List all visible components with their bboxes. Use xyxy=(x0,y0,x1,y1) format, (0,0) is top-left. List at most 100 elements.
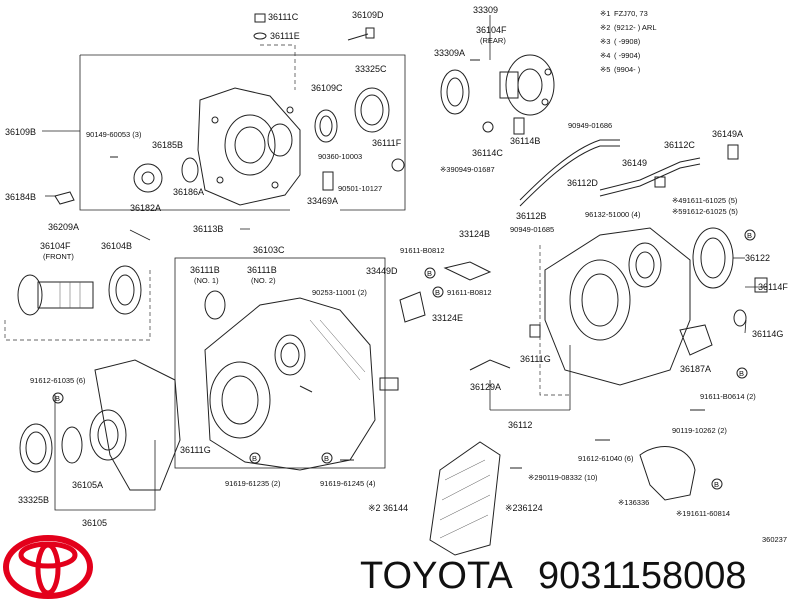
label-36104F-rear: 36104F xyxy=(476,25,507,35)
svg-text:※5: ※5 xyxy=(600,65,610,74)
group-bracket xyxy=(4,270,151,341)
label-90253: 90253-11001 (2) xyxy=(312,288,367,297)
label-no2: (NO. 2) xyxy=(251,276,276,285)
magnet xyxy=(379,377,399,391)
bottom-cover-plate xyxy=(429,441,501,556)
label-91619-61245: 91619-61245 (4) xyxy=(320,479,376,488)
svg-text:※4: ※4 xyxy=(600,51,610,60)
plug xyxy=(529,324,541,338)
svg-text:(9212- ) ARL: (9212- ) ARL xyxy=(614,23,657,32)
label-90119: 90119-10262 (2) xyxy=(672,426,727,435)
label-36111G-left: 36111G xyxy=(180,445,211,455)
bolts xyxy=(110,156,705,469)
label-36129A: 36129A xyxy=(470,382,501,392)
label-36104B: 36104B xyxy=(101,241,132,251)
breather-hose xyxy=(519,139,620,201)
svg-text:( -9908): ( -9908) xyxy=(614,37,641,46)
label-36112D: 36112D xyxy=(567,178,598,188)
label-36114B: 36114B xyxy=(510,136,540,146)
breather-tube xyxy=(599,157,701,191)
label-36114C: 36114C xyxy=(472,148,503,158)
front-case-cover xyxy=(197,87,301,206)
label-36105A: 36105A xyxy=(72,480,103,490)
nut xyxy=(513,117,525,135)
svg-text:FZJ70, 73: FZJ70, 73 xyxy=(614,9,648,18)
label-91612-61025: ※591612-61025 (5) xyxy=(672,207,738,216)
rear-case xyxy=(544,227,691,386)
svg-text:(9904- ): (9904- ) xyxy=(614,65,641,74)
b-badges: B B B B B B B B xyxy=(52,229,756,490)
label-36149A: 36149A xyxy=(712,129,743,139)
rear-output-flange xyxy=(499,54,555,116)
label-36187A: 36187A xyxy=(680,364,711,374)
label-no1: (NO. 1) xyxy=(194,276,219,285)
leader-lines xyxy=(42,15,767,411)
frame-upper-right xyxy=(80,54,406,211)
label-36111E: 36111E xyxy=(270,31,300,41)
label-91611-61025: ※491611-61025 (5) xyxy=(672,196,738,205)
label-36185B: 36185B xyxy=(152,140,183,150)
transfer-case-center xyxy=(204,297,376,471)
label-36112B: 36112B xyxy=(516,211,546,221)
svg-text:※2: ※2 xyxy=(600,23,610,32)
washer xyxy=(482,121,494,133)
label-36103C: 36103C xyxy=(253,245,285,255)
label-90949-01686: 90949-01686 xyxy=(568,121,612,130)
svg-text:( -9904): ( -9904) xyxy=(614,51,641,60)
label-36111B-no1: 36111B xyxy=(190,265,220,275)
label-36186A: 36186A xyxy=(173,187,204,197)
svg-text:B: B xyxy=(324,454,329,463)
part-number: 9031158008 xyxy=(538,555,747,597)
label-33124E: 33124E xyxy=(432,313,463,323)
plug xyxy=(733,309,747,327)
clamp xyxy=(727,144,739,160)
label-91612-61040: 91612-61040 (6) xyxy=(578,454,634,463)
center-case-frame xyxy=(174,257,386,469)
label-36111G-right: 36111G xyxy=(520,354,551,364)
label-390949: ※390949-01687 xyxy=(440,165,495,174)
frame-upper-left xyxy=(79,55,290,211)
label-36111C: 36111C xyxy=(268,12,299,22)
label-236124: ※236124 xyxy=(505,503,543,513)
label-36104F-front: 36104F xyxy=(40,241,71,251)
svg-text:※1: ※1 xyxy=(600,9,610,18)
brand-name: TOYOTA xyxy=(360,555,513,597)
label-36109C: 36109C xyxy=(311,83,343,93)
label-front: (FRONT) xyxy=(43,252,74,261)
oil-seal-rear xyxy=(440,69,470,115)
rear-cover-gasket xyxy=(692,227,734,289)
bracket xyxy=(639,446,696,501)
sensor xyxy=(322,171,334,191)
label-36122: 36122 xyxy=(745,253,770,263)
label-36111B-no2: 36111B xyxy=(247,265,277,275)
label-91611-B0812-a: 91611-B0812 xyxy=(400,246,444,255)
label-33325B: 33325B xyxy=(18,495,49,505)
bracket xyxy=(443,261,492,281)
plug xyxy=(391,158,405,172)
front-output-flange xyxy=(17,274,94,316)
part-labels: 36111C 36109D 36111E 33309 36104F (REAR)… xyxy=(5,5,788,544)
label-91611-B0812-b: 91611-B0812 xyxy=(447,288,491,297)
label-33124B: 33124B xyxy=(459,229,490,239)
label-33449D: 33449D xyxy=(366,266,398,276)
label-191611: ※191611-60814 xyxy=(676,509,730,518)
label-36209A: 36209A xyxy=(48,222,79,232)
label-36105: 36105 xyxy=(82,518,107,528)
oil-seal-front xyxy=(108,265,142,315)
label-290119: ※290119-08332 (10) xyxy=(528,473,598,482)
label-36184B: 36184B xyxy=(5,192,36,202)
bearing xyxy=(61,426,83,464)
label-36114F: 36114F xyxy=(758,282,788,292)
label-33469A: 33469A xyxy=(307,196,338,206)
bearing xyxy=(204,290,226,320)
gasket xyxy=(253,32,267,40)
label-90360: 90360-10003 xyxy=(318,152,362,161)
front-extension-housing xyxy=(89,359,181,491)
group-bracket xyxy=(54,395,156,511)
label-91611-B0614: 91611-B0614 (2) xyxy=(700,392,756,401)
oil-pump-gear xyxy=(133,157,199,193)
linkage xyxy=(469,359,511,371)
oil-seal xyxy=(314,109,338,143)
toyota-logo xyxy=(3,535,93,599)
